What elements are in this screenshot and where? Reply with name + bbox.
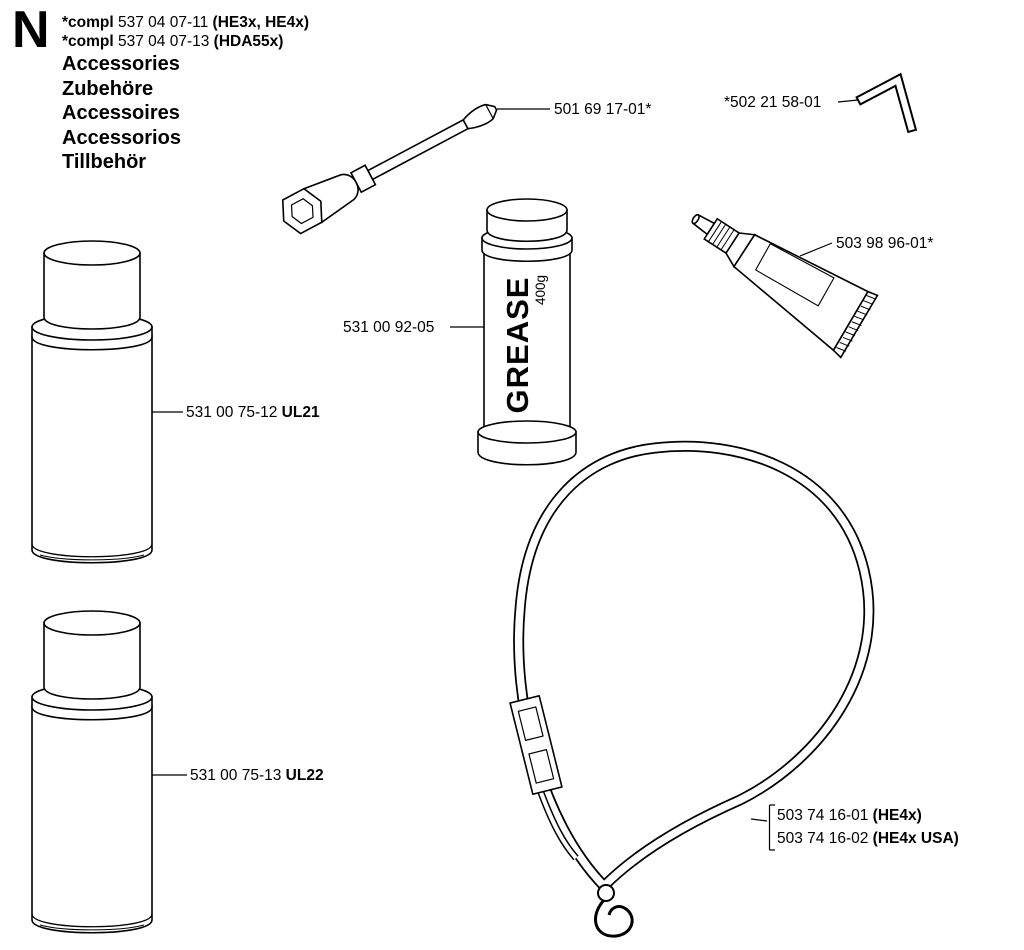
part-variant: UL22 bbox=[285, 767, 324, 784]
heading-accessorios: Accessorios bbox=[62, 126, 181, 149]
harness-label-bracket bbox=[768, 804, 775, 851]
sealant-tube-illustration bbox=[691, 213, 879, 359]
harness-buckle bbox=[509, 694, 563, 796]
spray-can-bottom-illustration bbox=[31, 610, 153, 934]
part-label-spray-can-bottom: 531 00 75-13 UL22 bbox=[190, 766, 324, 785]
compl-line-1: *compl 537 04 07-11 (HE3x, HE4x) bbox=[62, 13, 309, 32]
section-letter: N bbox=[12, 1, 50, 59]
part-label-harness-2: 503 74 16-02 (HE4x USA) bbox=[777, 829, 959, 848]
part-number: 503 74 16-02 bbox=[777, 830, 869, 847]
compl-number: 537 04 07-11 bbox=[118, 14, 209, 31]
part-variant: UL21 bbox=[281, 404, 320, 421]
spray-can-top-illustration bbox=[31, 240, 153, 564]
hex-key-illustration bbox=[855, 72, 918, 134]
part-variant: (HE4x) bbox=[872, 807, 922, 824]
leader-sealant-tube bbox=[799, 242, 833, 257]
heading-accessoires: Accessoires bbox=[62, 102, 180, 124]
harness-hook bbox=[594, 884, 634, 938]
leader-lines bbox=[152, 99, 859, 851]
grease-tube-illustration bbox=[477, 198, 577, 466]
part-number: 531 00 75-12 bbox=[186, 404, 278, 421]
part-number: 531 00 75-13 bbox=[190, 767, 282, 784]
compl-reference: *compl 537 04 07-11 (HE3x, HE4x) *compl … bbox=[62, 13, 309, 51]
language-headings: Accessories Zubehöre Accessoires Accesso… bbox=[62, 52, 181, 175]
part-label-grease-tube: 531 00 92-05 bbox=[343, 319, 435, 336]
harness-illustration bbox=[509, 440, 875, 938]
grease-tube-print: GREASE bbox=[500, 276, 535, 414]
leader-harness bbox=[750, 818, 768, 822]
part-label-hex-key: *502 21 58-01 bbox=[724, 94, 822, 111]
leader-hex-key bbox=[837, 99, 859, 103]
heading-zubehoere: Zubehöre bbox=[62, 77, 154, 100]
part-label-sealant-tube: 503 98 96-01* bbox=[836, 235, 934, 252]
compl-prefix: *compl bbox=[62, 14, 114, 31]
compl-models: (HDA55x) bbox=[213, 33, 284, 50]
combo-tool-illustration bbox=[281, 103, 498, 235]
compl-prefix: *compl bbox=[62, 33, 114, 50]
heading-accessories: Accessories bbox=[62, 53, 180, 75]
part-label-combo-tool: 501 69 17-01* bbox=[554, 101, 652, 118]
part-number: 503 74 16-01 bbox=[777, 807, 869, 824]
part-label-harness-1: 503 74 16-01 (HE4x) bbox=[777, 806, 922, 825]
heading-tillbehoer: Tillbehör bbox=[62, 151, 147, 173]
compl-line-2: *compl 537 04 07-13 (HDA55x) bbox=[62, 32, 309, 51]
part-label-spray-can-top: 531 00 75-12 UL21 bbox=[186, 403, 320, 422]
part-variant: (HE4x USA) bbox=[872, 830, 959, 847]
compl-models: (HE3x, HE4x) bbox=[212, 14, 310, 31]
compl-number: 537 04 07-13 bbox=[118, 33, 210, 50]
grease-tube-weight-print: 400g bbox=[533, 274, 548, 306]
